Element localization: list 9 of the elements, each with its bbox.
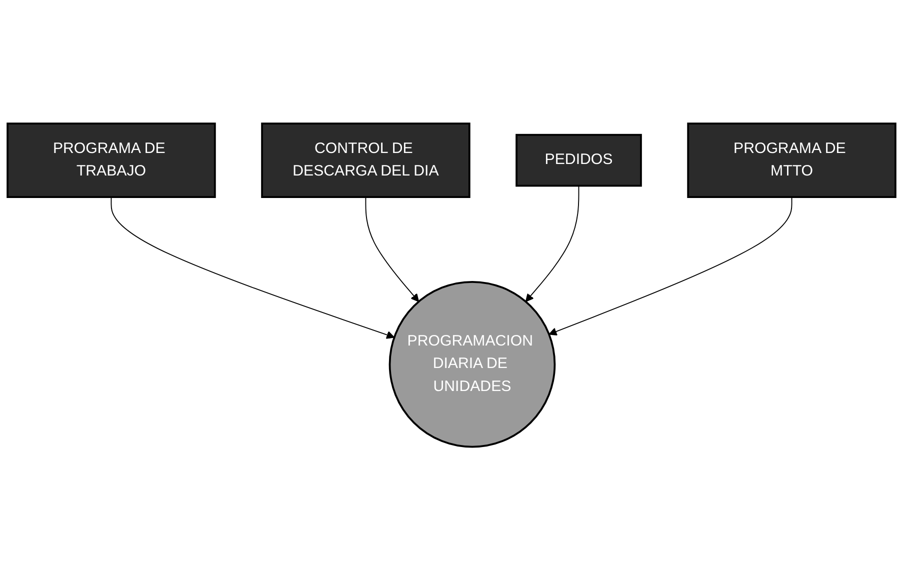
arrow xyxy=(525,185,580,302)
node-box: PROGRAMA DE MTTO xyxy=(687,122,896,198)
arrow xyxy=(110,196,395,339)
node-circle: PROGRAMACION DIARIA DE UNIDADES xyxy=(388,280,556,448)
arrow xyxy=(365,196,420,302)
node-box: CONTROL DE DESCARGA DEL DIA xyxy=(261,122,470,198)
node-box: PROGRAMA DE TRABAJO xyxy=(6,122,216,198)
node-box: PEDIDOS xyxy=(516,134,642,186)
arrow xyxy=(548,196,792,336)
